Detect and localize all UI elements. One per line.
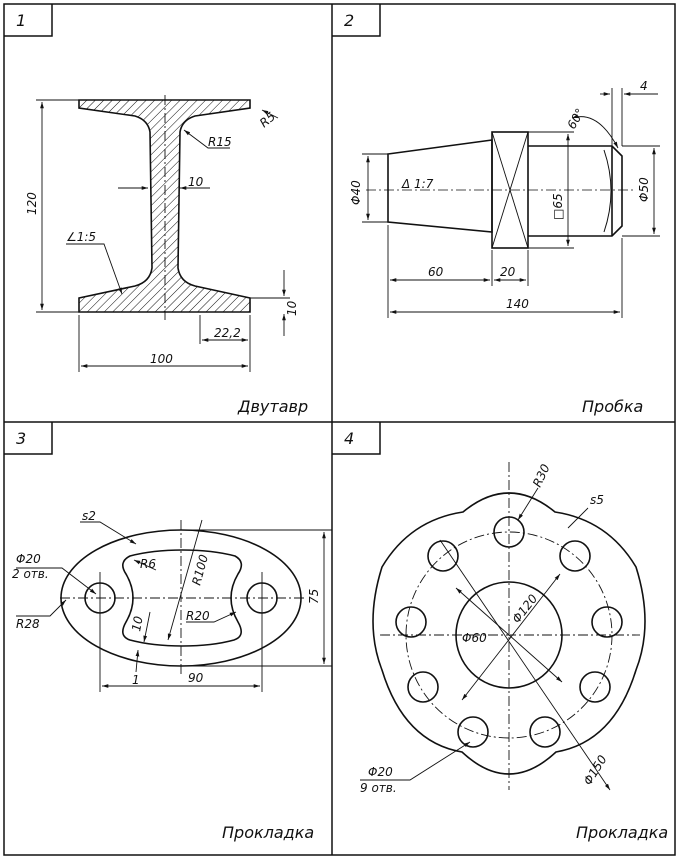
panel-3-number: 3 — [16, 429, 26, 448]
beam-r15-label: R15 — [208, 135, 232, 149]
plug-dimensions — [362, 88, 660, 318]
beam-flange-thickness-label: 10 — [285, 300, 299, 316]
gasket1-ten-label: 10 — [129, 615, 146, 633]
gasket1-r6-label: R6 — [140, 557, 156, 571]
panel-4-title: Прокладка — [576, 823, 668, 842]
gasket1-hole-dia-label: Φ20 — [16, 552, 41, 566]
plug-len20-label: 20 — [500, 265, 516, 279]
plug-taper-label: Δ 1:7 — [401, 177, 434, 191]
plug-drawing — [366, 131, 636, 249]
gasket2-r30-label: R30 — [530, 462, 553, 490]
plug-dia40-label: Φ40 — [349, 180, 363, 205]
panel-4-number: 4 — [344, 429, 354, 448]
gasket1-r20-label: R20 — [186, 609, 210, 623]
panel-1-title: Двутавр — [237, 397, 308, 416]
plug-dia50-label: Φ50 — [637, 177, 651, 202]
plug-top-label: 4 — [640, 79, 648, 93]
gasket-2-dimensions — [360, 462, 640, 791]
panel-2-number: 2 — [344, 11, 354, 30]
panel-1-number: 1 — [16, 11, 26, 30]
gasket1-thickness-label: s2 — [82, 509, 96, 523]
beam-taper-label: ∠1:5 — [66, 230, 96, 244]
gasket1-one-label: 1 — [132, 673, 140, 687]
gasket1-ninety-label: 90 — [188, 671, 204, 685]
i-beam-drawing — [78, 99, 251, 313]
gasket1-r28-label: R28 — [16, 617, 40, 631]
beam-height-label: 120 — [25, 192, 39, 215]
gasket1-hole-count-label: 2 отв. — [12, 567, 49, 581]
plug-angle-label: 60° — [564, 106, 587, 131]
plug-len140-label: 140 — [506, 297, 529, 311]
gasket2-d60-label: Φ60 — [462, 631, 487, 645]
plug-len60-label: 60 — [428, 265, 444, 279]
beam-web-label: 10 — [188, 175, 204, 189]
i-beam-dimensions — [36, 95, 290, 372]
beam-flange-dim-label: 22,2 — [214, 326, 241, 340]
beam-width-label: 100 — [150, 352, 173, 366]
gasket2-hole-count-label: 9 отв. — [360, 781, 397, 795]
gasket2-d150-label: Φ150 — [581, 752, 610, 787]
gasket2-hole-dia-label: Φ20 — [368, 765, 393, 779]
panel-2-title: Пробка — [582, 397, 643, 416]
plug-square-label: □65 — [551, 193, 565, 220]
gasket2-thickness-label: s5 — [590, 493, 604, 507]
gasket1-height-label: 75 — [307, 589, 321, 604]
beam-r5-label: R5 — [257, 109, 278, 130]
panel-frames — [3, 3, 676, 856]
gasket1-r100-label: R100 — [189, 553, 211, 587]
gasket2-d120-label: Φ120 — [509, 591, 540, 625]
panel-3-title: Прокладка — [222, 823, 314, 842]
gasket-1-dimensions — [16, 519, 332, 692]
